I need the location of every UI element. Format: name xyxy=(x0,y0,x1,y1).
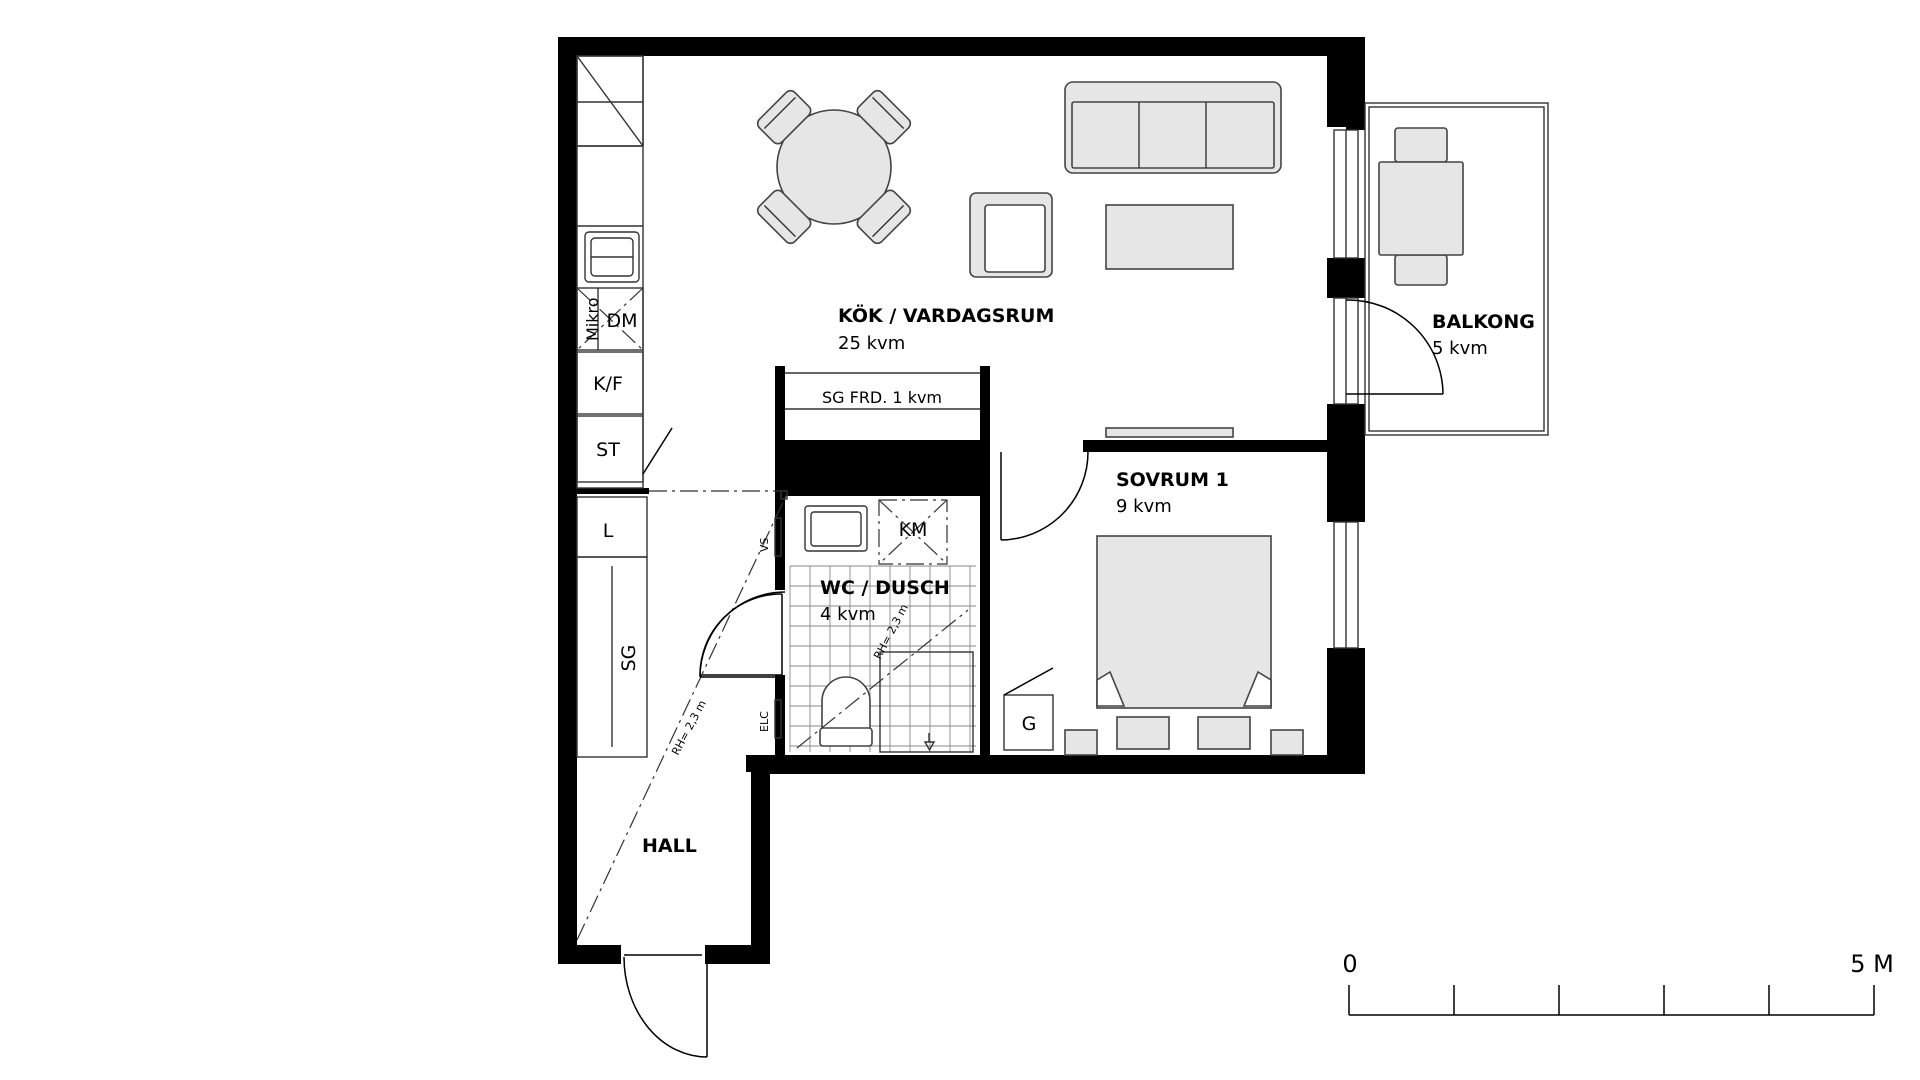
wardrobe-prep-label: SG FRD. 1 kvm xyxy=(822,388,942,407)
closet-l-label: L xyxy=(603,520,614,542)
bed xyxy=(1064,535,1304,756)
bathroom-tiles xyxy=(789,565,976,752)
closet-st-label: ST xyxy=(596,439,620,461)
bedroom-name: SOVRUM 1 xyxy=(1116,469,1229,491)
entrance-door xyxy=(623,954,708,1058)
coffee-table xyxy=(1105,204,1234,270)
bathroom-name: WC / DUSCH xyxy=(820,577,950,599)
bathroom-door xyxy=(699,593,783,676)
scale-bar xyxy=(1348,985,1875,1016)
hall-door xyxy=(699,591,786,678)
bedroom-area: 9 kvm xyxy=(1116,496,1172,517)
vs-label: VS xyxy=(758,537,771,552)
bedroom-wardrobe xyxy=(1003,667,1054,751)
washer-label: KM xyxy=(899,519,928,541)
hall-ceiling-height: RH= 2,3 m xyxy=(669,698,709,757)
balcony-area: 5 kvm xyxy=(1432,338,1488,359)
windows xyxy=(1333,129,1359,649)
scale-end-label: 5 M xyxy=(1850,950,1894,978)
bedroom-door xyxy=(1000,451,1089,541)
fridge-freezer-label: K/F xyxy=(593,373,623,395)
walls xyxy=(558,37,1365,964)
hall-fixtures xyxy=(576,490,788,941)
bedroom-wardrobe-label: G xyxy=(1022,713,1037,735)
kitchen-counter xyxy=(576,55,644,489)
armchair xyxy=(969,192,1053,278)
closet-door xyxy=(642,427,673,475)
tv-bench xyxy=(1105,427,1234,438)
wardrobe-prep xyxy=(785,372,980,410)
bathroom-area: 4 kvm xyxy=(820,604,876,625)
balcony xyxy=(1345,102,1549,436)
kitchen-living-name: KÖK / VARDAGSRUM xyxy=(838,303,1054,327)
hall-name: HALL xyxy=(642,835,697,857)
sofa xyxy=(1064,81,1282,174)
balcony-name: BALKONG xyxy=(1432,311,1535,333)
dining-table xyxy=(756,89,912,245)
bathroom-fixtures xyxy=(774,499,974,753)
microwave-label: Mikro xyxy=(583,297,602,341)
hall-wardrobe-label: SG xyxy=(618,645,640,672)
dishwasher-label: DM xyxy=(606,310,637,332)
elc-label: ELC xyxy=(758,711,771,732)
scale-start-label: 0 xyxy=(1342,950,1357,978)
kitchen-living-area: 25 kvm xyxy=(838,333,905,354)
